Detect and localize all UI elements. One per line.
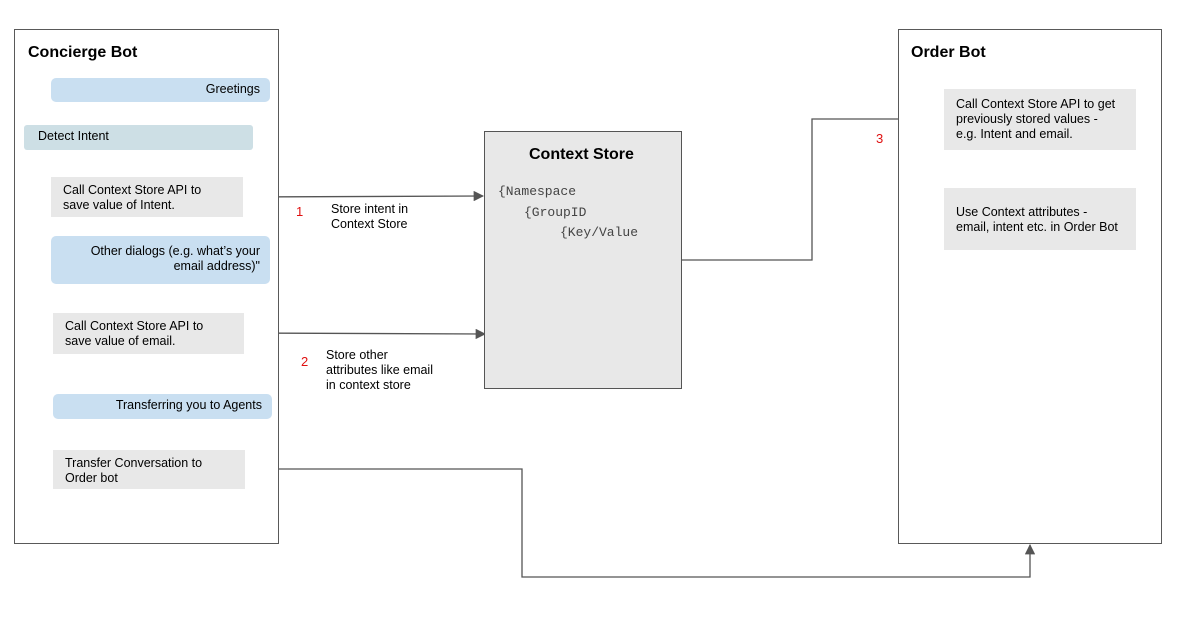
save-email-call: Call Context Store API to save value of … bbox=[53, 313, 244, 354]
step-2-label: Store other attributes like email in con… bbox=[326, 348, 433, 392]
arrow-store-intent bbox=[242, 190, 485, 202]
step-3-number: 3 bbox=[876, 131, 884, 146]
keyvalue-text: {Key/Value bbox=[560, 225, 639, 240]
context-store-box bbox=[484, 131, 682, 389]
concierge-bot-title: Concierge Bot bbox=[28, 44, 138, 61]
step-1-number: 1 bbox=[296, 204, 304, 219]
other-dialogs-bubble: Other dialogs (e.g. what’s your email ad… bbox=[51, 236, 270, 284]
transferring-bubble: Transferring you to Agents bbox=[53, 394, 272, 419]
arrow-get-from-store bbox=[682, 113, 945, 261]
namespace-text: {Namespace bbox=[498, 184, 577, 199]
transfer-conversation-step: Transfer Conversation to Order bot bbox=[53, 450, 245, 489]
groupid-text: {GroupID bbox=[524, 205, 587, 220]
get-stored-values-call: Call Context Store API to get previously… bbox=[944, 89, 1136, 150]
save-intent-call: Call Context Store API to save value of … bbox=[51, 177, 243, 217]
context-store-title: Context Store bbox=[529, 146, 634, 163]
step-2-number: 2 bbox=[301, 354, 309, 369]
detect-intent-step: Detect Intent bbox=[24, 125, 253, 150]
use-context-attributes-step: Use Context attributes - email, intent e… bbox=[944, 188, 1136, 250]
order-bot-title: Order Bot bbox=[911, 44, 986, 61]
step-1-label: Store intent in Context Store bbox=[331, 202, 409, 231]
arrow-transfer-conversation bbox=[245, 468, 1036, 578]
arrow-store-email bbox=[243, 328, 487, 340]
greetings-bubble: Greetings bbox=[51, 78, 270, 102]
